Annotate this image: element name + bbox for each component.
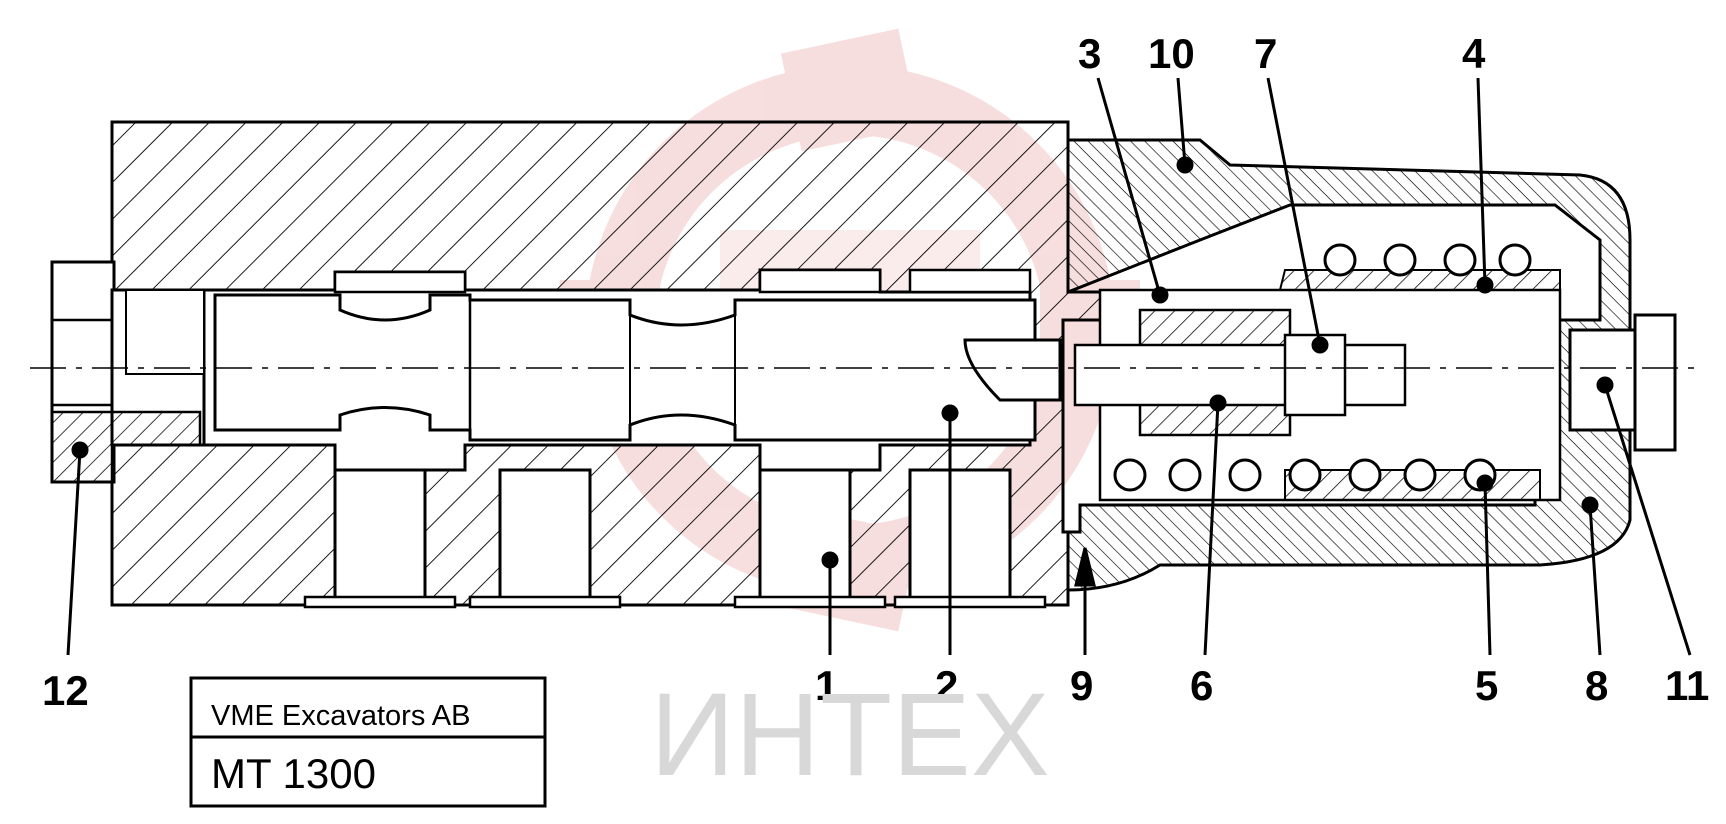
spring-housing bbox=[1066, 138, 1677, 592]
spring bbox=[1113, 243, 1532, 492]
title-block-model: MT 1300 bbox=[211, 750, 376, 797]
title-block-company: VME Excavators AB bbox=[211, 700, 471, 732]
callout-11: 11 bbox=[1665, 662, 1709, 709]
callout-3: 3 bbox=[1078, 30, 1101, 77]
callout-10: 10 bbox=[1148, 30, 1195, 77]
callout-5: 5 bbox=[1475, 662, 1498, 709]
callouts: 12 1 2 9 6 5 8 11 3 10 7 4 bbox=[42, 30, 1709, 714]
callout-2: 2 bbox=[935, 662, 958, 709]
callout-9: 9 bbox=[1070, 662, 1093, 709]
callout-12: 12 bbox=[42, 667, 89, 714]
callout-1: 1 bbox=[815, 662, 838, 709]
leader-lines bbox=[66, 77, 1692, 656]
spool bbox=[213, 293, 1062, 442]
title-block: VME Excavators AB MT 1300 bbox=[189, 676, 547, 808]
callout-4: 4 bbox=[1462, 30, 1486, 77]
callout-8: 8 bbox=[1585, 662, 1608, 709]
callout-7: 7 bbox=[1254, 30, 1277, 77]
watermark-text: ИНТЕХ bbox=[650, 669, 1050, 801]
callout-6: 6 bbox=[1190, 662, 1213, 709]
